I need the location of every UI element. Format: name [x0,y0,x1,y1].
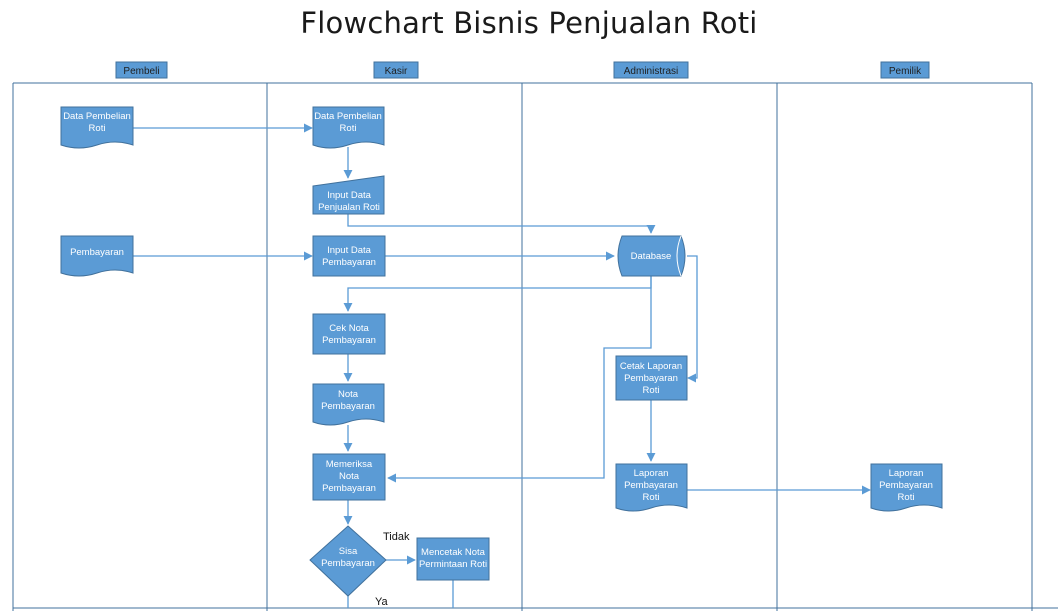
node-admin-cetak-laporan: Cetak Laporan Pembayaran Roti [615,355,688,401]
lane-header-pembeli-label: Pembeli [123,66,159,77]
lane-header-kasir: Kasir [373,61,419,79]
node-text-line: Database [631,251,672,262]
lane-header-pembeli: Pembeli [115,61,168,79]
node-text-line: Input Data [327,245,372,256]
node-text-line: Roti [643,385,660,396]
node-text-line: Permintaan Roti [419,559,487,570]
node-text-line: Memeriksa [326,459,373,470]
node-pembeli-data-pembelian: Data Pembelian Roti [60,106,134,149]
node-kasir-nota-pembayaran: Nota Pembayaran [312,383,385,426]
connector-input-penjualan-to-db [347,214,656,234]
label-ya: Ya [375,596,389,608]
lane-header-administrasi: Administrasi [613,61,689,79]
node-text-line: Roti [340,123,357,134]
swimlanes [12,82,1058,611]
connector-db-to-cek-nota [343,276,652,312]
node-pemilik-laporan-pembayaran: Laporan Pembayaran Roti [870,463,943,512]
node-text-line: Mencetak Nota [421,547,486,558]
connector-db-to-memeriksa [387,276,652,483]
connector-db-to-cetak-laporan [687,255,698,383]
node-text-line: Roti [898,492,915,503]
node-text-line: Pembayaran [879,480,933,491]
node-kasir-data-pembelian: Data Pembelian Roti [312,106,385,149]
lane-header-pemilik-label: Pemilik [889,66,922,77]
node-kasir-mencetak-nota: Mencetak Nota Permintaan Roti [416,537,490,581]
node-text-line: Cek Nota [329,323,369,334]
node-kasir-cek-nota: Cek Nota Pembayaran [312,313,386,355]
label-tidak: Tidak [383,531,410,543]
diagram-title: Flowchart Bisnis Penjualan Roti [300,6,758,40]
node-text-line: Data Pembelian [63,111,131,122]
lane-header-administrasi-label: Administrasi [624,66,678,77]
node-admin-laporan-pembayaran: Laporan Pembayaran Roti [615,463,688,512]
node-admin-database: Database [617,235,686,277]
node-kasir-input-pembayaran: Input Data Pembayaran [312,235,386,277]
node-text-line: Pembayaran [624,480,678,491]
node-text-line: Cetak Laporan [620,361,682,372]
node-text-line: Pembayaran [322,257,376,268]
node-text-line: Data Pembelian [314,111,382,122]
node-text-line: Roti [643,492,660,503]
node-text-line: Pembayaran [322,335,376,346]
node-kasir-sisa-pembayaran: Sisa Pembayaran [309,525,387,597]
node-text-line: Pembayaran [322,483,376,494]
node-text-line: Pembayaran [624,373,678,384]
node-text-line: Input Data [327,190,372,201]
node-pembeli-pembayaran: Pembayaran [60,235,134,277]
connectors [133,123,871,608]
node-text-line: Nota [338,389,359,400]
node-text-line: Penjualan Roti [318,202,380,213]
node-kasir-input-penjualan: Input Data Penjualan Roti [312,175,385,215]
lane-header-pemilik: Pemilik [880,61,930,79]
node-text-line: Laporan [889,468,924,479]
node-text-line: Sisa [339,546,358,557]
node-text-line: Laporan [634,468,669,479]
node-text-line: Pembayaran [70,247,124,258]
node-text-line: Roti [89,123,106,134]
node-text-line: Nota [339,471,360,482]
lane-header-kasir-label: Kasir [385,66,408,77]
node-text-line: Pembayaran [321,558,375,569]
node-kasir-memeriksa-nota: Memeriksa Nota Pembayaran [312,453,386,501]
node-text-line: Pembayaran [321,401,375,412]
